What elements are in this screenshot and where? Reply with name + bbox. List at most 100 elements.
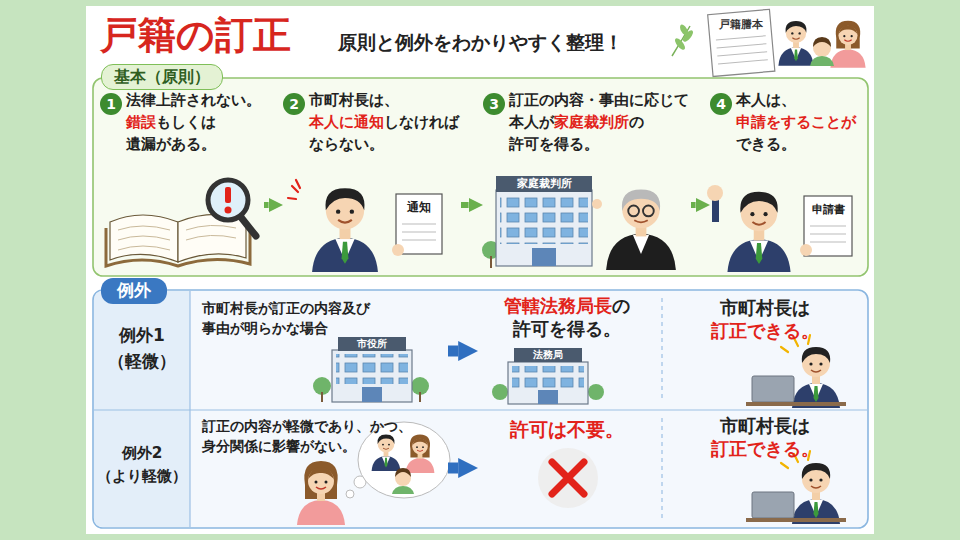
text-run: （より軽微） [97,467,187,485]
register-document [708,9,775,76]
principle-panel [93,78,868,276]
woman-thinking-figure [297,461,345,525]
text-run: 市町村長は、 [309,91,399,109]
flow-arrow [264,202,269,208]
row-header: 例外1 （軽微） [94,291,190,410]
leaf-sprig [672,23,695,56]
text-run: できる。 [736,135,796,153]
flow-arrow [691,202,696,208]
result-cell: 市町村長は訂正できる。 [668,294,862,406]
row-header: 例外2 （より軽微） [94,410,190,527]
text-run: しなければ [384,113,459,131]
no-permission-mark [538,448,598,508]
text-line: 例外2 [94,442,190,465]
family-court-figure [496,190,592,266]
book-magnifier [110,215,178,262]
city-office-figure [336,354,408,384]
text-run: 本人に通知 [309,113,384,131]
legal-affairs-bureau-figure [588,384,604,400]
condition-cell: 訂正の内容が軽微であり、かつ、身分関係に影響がない。 [198,412,448,524]
official-notice-figure [396,194,442,254]
flow-arrow [448,346,458,357]
book-magnifier [118,226,170,250]
legal-affairs-bureau-figure [538,390,558,404]
applicant-figure [707,185,723,201]
woman-thinking-figure [346,490,354,498]
text-run: の [629,113,644,131]
woman-thinking-figure [372,434,401,471]
family-figure [830,21,865,68]
family-court-figure [482,176,676,270]
text-run: 許可は不要。 [510,418,624,440]
text-line: 本人は、 [736,90,862,112]
text-run: 管轄法務局長 [504,295,612,316]
applicant-figure [810,242,846,243]
text-line: 許可を得る。 [509,134,691,156]
family-court-figure [532,248,556,266]
step-text: 訂正の内容・事由に応じて本人が家庭裁判所の許可を得る。 [509,90,691,155]
text-line: 許可は不要。 [478,416,656,444]
result-text: 市町村長は訂正できる。 [668,296,862,343]
legal-affairs-bureau-figure [492,348,604,404]
text-run: 例外2 [122,444,163,462]
family-court-figure [490,256,492,268]
text-run: 例外1 [119,325,165,345]
applicant-figure [810,234,846,235]
clerk-at-laptop [792,347,840,408]
text-run: 訂正できる。 [711,320,819,341]
condition-text: 市町村長が訂正の内容及び事由が明らかな場合 [202,298,446,339]
text-line: 3 [483,93,505,115]
permission-text: 許可は不要。 [478,416,656,444]
subtitle: 原則と例外をわかりやすく整理！ [338,31,623,54]
clerk-at-laptop [752,492,794,518]
step-number: 1 [100,93,122,115]
book-magnifier [225,187,231,203]
clerk-at-laptop [792,463,840,524]
text-run: 許可を得る。 [509,135,599,153]
register-document [708,9,775,76]
text-run: 事由が明らかな場合 [202,320,328,336]
official-notice-figure [312,188,378,272]
family-figure [778,21,813,66]
woman-thinking-figure [395,468,411,477]
applicant-figure [707,185,852,272]
city-office-figure [313,337,429,402]
condition-text: 訂正の内容が軽微であり、かつ、身分関係に影響がない。 [202,416,446,457]
text-run: 申請をすることが [736,113,856,131]
text-run: 遺漏がある。 [126,135,216,153]
text-run: 本人は、 [736,91,796,109]
official-notice-figure [288,180,442,272]
text-run: 4 [716,96,726,112]
text-run: 訂正の内容が軽微であり、かつ、 [202,418,412,434]
text-run: 例外 [117,280,151,300]
text-line: 申請をすることが [736,112,862,134]
no-permission-mark [552,462,584,494]
city-office-figure [321,392,323,402]
flow-arrow [461,202,469,208]
clerk-at-laptop [746,451,846,524]
register-document [718,60,768,64]
text-line: 2 [283,93,305,115]
paper-label: 通知 [396,200,442,214]
text-run: 許可を得る。 [513,318,621,339]
text-run: 市町村長が訂正の内容及び [202,300,370,316]
flow-arrow [448,463,458,474]
family-court-figure [606,189,676,270]
text-line: 遺漏がある。 [126,134,264,156]
applicant-figure [804,196,852,256]
clerk-at-laptop [746,335,846,408]
register-document [717,52,767,56]
row-header-text: 例外2 （より軽微） [94,442,190,488]
clerk-at-laptop [746,518,846,522]
clerk-at-laptop [752,376,794,402]
step-number: 2 [283,93,305,115]
step-box: 4 本人は、申請をすることができる。 [710,90,862,270]
applicant-figure [800,244,812,256]
building-sign: 市役所 [338,338,406,350]
text-line: 事由が明らかな場合 [202,318,446,338]
applicant-figure [810,226,846,227]
text-line: ならない。 [309,134,461,156]
step-box: 2市町村長は、本人に通知しなければならない。 [283,90,461,270]
